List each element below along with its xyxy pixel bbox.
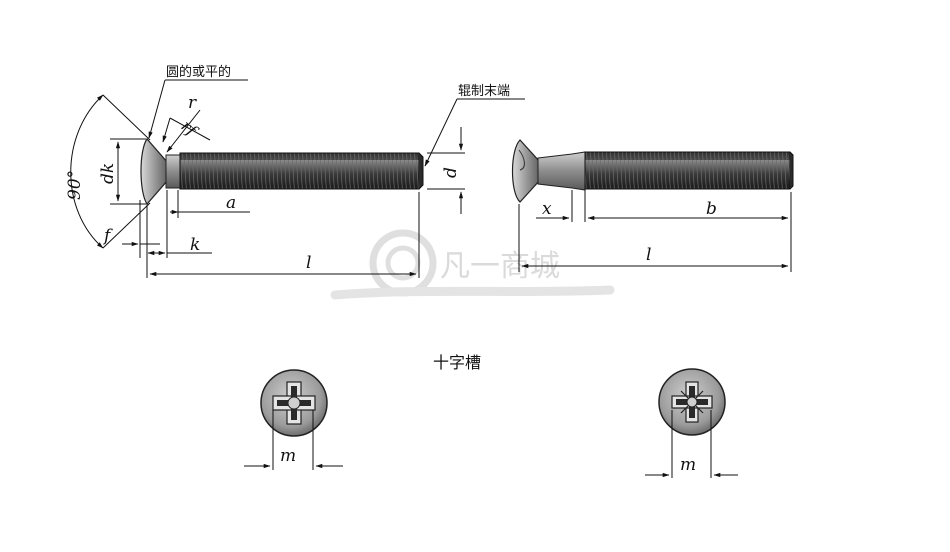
- screw-side-view-left: [140, 138, 424, 205]
- dim-r: r: [188, 93, 197, 113]
- screw-side-view-right: [511, 139, 794, 203]
- dim-rf: rf: [178, 116, 203, 141]
- dim-m-left: m: [280, 446, 296, 466]
- dim-d: d: [441, 167, 461, 178]
- dim-l-left: l: [306, 253, 311, 273]
- recess-title: 十字槽: [433, 353, 481, 372]
- dim-a: a: [226, 193, 236, 213]
- head-type-label: 圆的或平的: [166, 64, 231, 80]
- dim-l-right: l: [646, 245, 651, 265]
- dim-f: f: [102, 226, 113, 246]
- dim-m-right: m: [680, 455, 696, 475]
- dim-dk: dk: [98, 163, 118, 184]
- dim-angle: 90°: [65, 170, 85, 200]
- left-dimension-lines: [70, 79, 525, 278]
- head-top-view-right: [658, 368, 726, 436]
- dim-b: b: [706, 199, 717, 219]
- watermark: 凡一商城: [330, 229, 615, 300]
- head-top-view-left: [260, 369, 328, 437]
- rolled-end-label: 辊制末端: [458, 84, 510, 99]
- m-dimension-right: [645, 410, 738, 478]
- m-dimension-left: [244, 410, 343, 470]
- dim-k: k: [190, 235, 200, 255]
- right-dimension-lines: [518, 190, 792, 272]
- dim-x: x: [542, 199, 552, 219]
